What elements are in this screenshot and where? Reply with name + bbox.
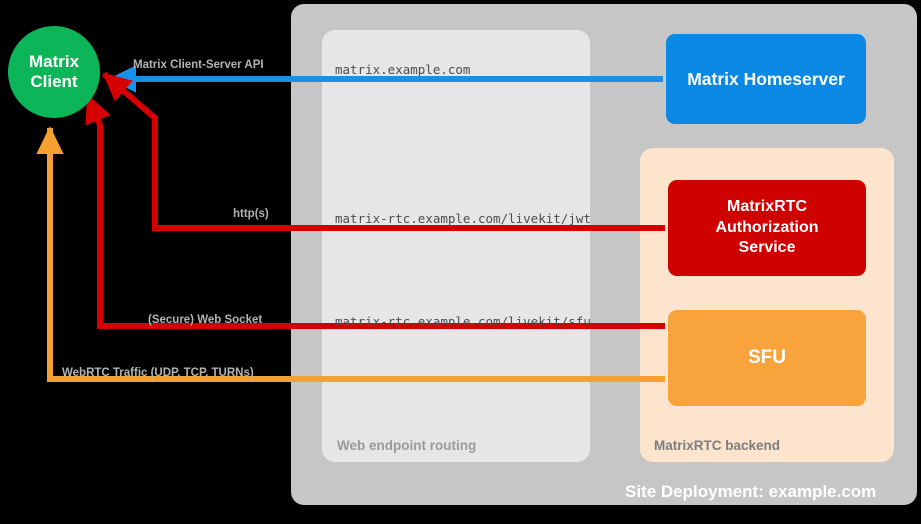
- edge-label-secure-web-socket: (Secure) Web Socket: [148, 314, 263, 326]
- endpoint-label-livekit-jwt: matrix-rtc.example.com/livekit/jwt: [335, 211, 591, 226]
- edge-label-http-jwt: http(s): [233, 208, 269, 220]
- matrix-client-node-shape[interactable]: [8, 26, 100, 118]
- edge-secure-web-socket: [85, 94, 665, 329]
- edge-http-jwt: [102, 71, 665, 231]
- edge-webrtc-traffic: [36, 126, 665, 382]
- site-deployment-label: Site Deployment: example.com: [625, 482, 877, 501]
- edge-label-webrtc-traffic: WebRTC Traffic (UDP, TCP, TURNs): [62, 367, 254, 379]
- endpoint-label-livekit-sfu: matrix-rtc.example.com/livekit/sfu: [335, 314, 591, 329]
- sfu-node-shape[interactable]: [668, 310, 866, 406]
- matrixrtc-backend-label: MatrixRTC backend: [654, 438, 781, 453]
- edge-label-matrix-client-server-api: Matrix Client-Server API: [133, 59, 264, 71]
- endpoint-label-matrix-example-com: matrix.example.com: [335, 62, 471, 77]
- web-endpoint-routing-label: Web endpoint routing: [337, 438, 477, 453]
- matrixrtc-authorization-service-node-shape[interactable]: [668, 180, 866, 276]
- web-endpoint-routing-container: [322, 30, 590, 462]
- matrix-homeserver-node-shape[interactable]: [666, 34, 866, 124]
